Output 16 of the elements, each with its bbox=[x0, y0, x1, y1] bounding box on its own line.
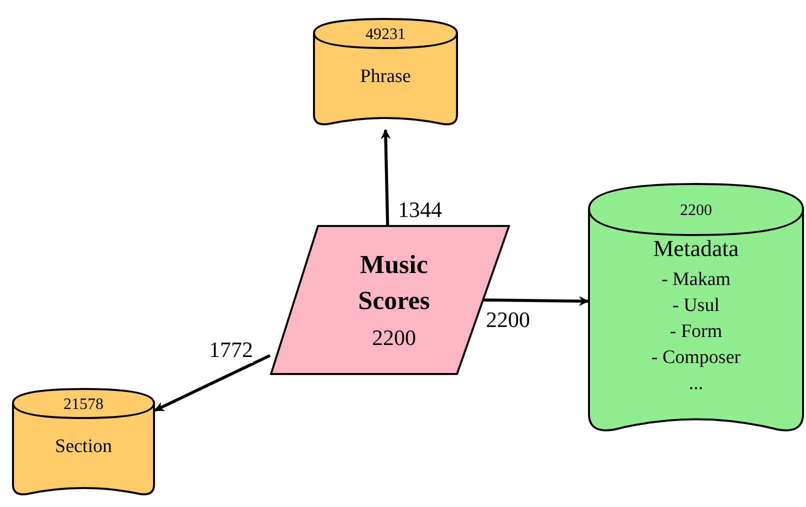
field-item: ... bbox=[688, 372, 704, 396]
field-item: - Usul bbox=[672, 294, 720, 318]
arrow bbox=[154, 354, 271, 412]
field-item: - Composer bbox=[651, 346, 741, 370]
store-title: Section bbox=[55, 435, 112, 459]
field-item: - Makam bbox=[661, 268, 731, 292]
store-title: Metadata bbox=[653, 235, 739, 263]
record-count: 21578 bbox=[64, 395, 104, 415]
node-count: 2200 bbox=[372, 324, 416, 352]
arrow bbox=[484, 296, 589, 306]
arrow bbox=[380, 129, 391, 226]
store-title: Phrase bbox=[360, 65, 411, 89]
record-count: 49231 bbox=[366, 25, 406, 45]
record-count: 2200 bbox=[680, 201, 712, 221]
node-title: Music Scores bbox=[357, 249, 431, 317]
field-item: - Form bbox=[670, 320, 722, 344]
